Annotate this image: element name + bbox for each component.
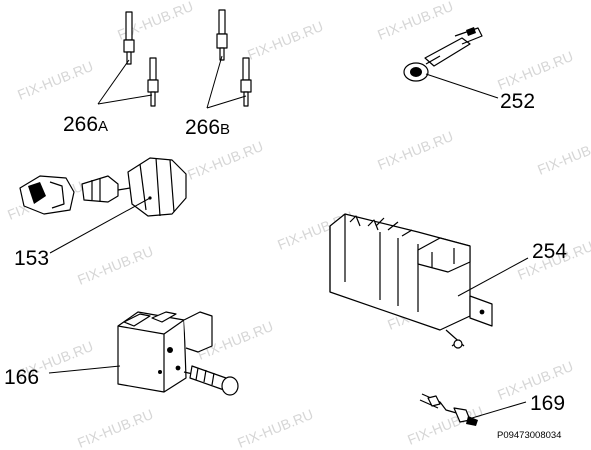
leader-153 [49, 197, 151, 254]
watermark: FIX-HUB.RU [15, 58, 95, 103]
label-169: 169 [530, 392, 565, 415]
part-252-connector [403, 27, 483, 82]
label-153: 153 [14, 247, 49, 270]
label-254: 254 [532, 240, 567, 263]
watermark-layer: FIX-HUB.RU FIX-HUB.RU FIX-HUB.RU FIX-HUB… [5, 0, 591, 450]
part-266a-electrodes [123, 11, 159, 107]
callout-suffix: A [98, 118, 108, 135]
part-169-electrode [419, 393, 478, 426]
watermark: FIX-HUB.RU [75, 243, 155, 288]
label-266b: 266B [185, 116, 230, 139]
part-166-bracket [117, 311, 239, 396]
svg-text:266A: 266A [63, 113, 108, 136]
callout-suffix: B [220, 121, 230, 138]
drawing-code: P09473008034 [497, 430, 561, 441]
watermark: FIX-HUB.RU [375, 128, 455, 173]
leader-266a [97, 59, 153, 105]
svg-text:266B: 266B [185, 116, 230, 139]
watermark: FIX-HUB.RU [235, 406, 315, 450]
label-266a: 266A [63, 113, 108, 136]
leader-254 [457, 257, 529, 297]
part-153-knob [19, 157, 187, 217]
leader-266b [206, 55, 247, 109]
leader-166 [48, 365, 121, 374]
leader-252 [425, 73, 499, 99]
callout-number: 266 [63, 113, 98, 136]
watermark: FIX-HUB.RU [245, 18, 325, 63]
watermark: FIX-HUB.RU [75, 406, 155, 450]
watermark: FIX-HUB.RU [375, 0, 455, 43]
watermark: FIX-HUB.RU [535, 133, 591, 178]
leader-169 [471, 401, 527, 419]
watermark: FIX-HUB.RU [495, 48, 575, 93]
callout-number: 266 [185, 116, 220, 139]
part-266b-electrodes [216, 9, 252, 107]
part-254-ignition-unit [329, 213, 493, 349]
label-252: 252 [500, 90, 535, 113]
watermark: FIX-HUB.RU [185, 138, 265, 183]
label-166: 166 [4, 366, 39, 389]
